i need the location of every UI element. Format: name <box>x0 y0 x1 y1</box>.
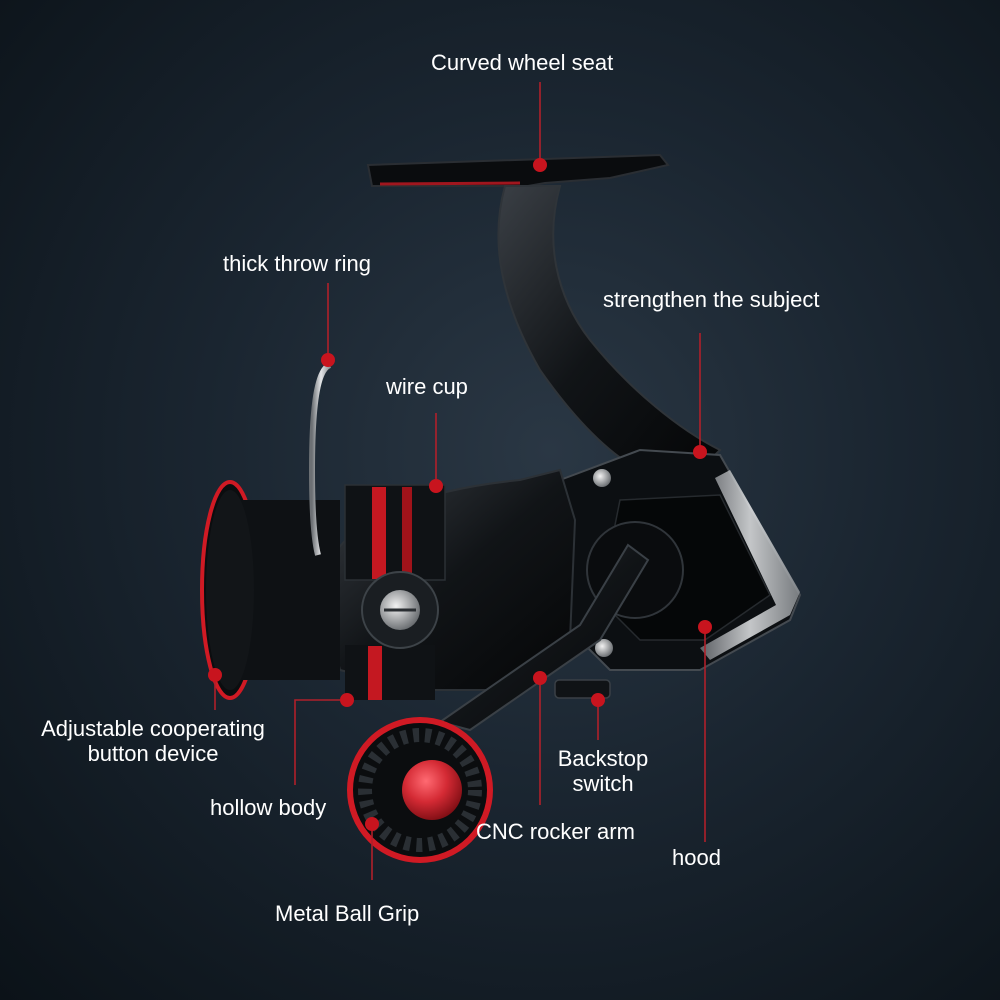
marker-dot-cnc-rocker-arm <box>533 671 547 685</box>
lower-red-band <box>368 646 382 700</box>
body-screw-bottom <box>595 639 613 657</box>
bail-wire <box>308 362 332 556</box>
knob-cap <box>402 760 462 820</box>
label-backstop-line1: Backstop <box>557 746 649 771</box>
label-thick-throw-ring: thick throw ring <box>223 251 371 276</box>
wire-cup-body <box>344 484 446 581</box>
label-cnc-rocker-arm: CNC rocker arm <box>476 819 635 844</box>
label-hood: hood <box>672 845 721 870</box>
lower-ring <box>345 645 435 700</box>
label-wire-cup: wire cup <box>386 374 468 399</box>
marker-dot-wire-cup <box>429 479 443 493</box>
label-metal-ball-grip: Metal Ball Grip <box>275 901 420 926</box>
marker-dot-hollow-body <box>340 693 354 707</box>
knob-ridges <box>358 728 482 852</box>
label-curved-wheel-seat: Curved wheel seat <box>431 50 614 75</box>
wheel-seat-foot <box>366 153 670 187</box>
hood-silver-edge <box>700 470 800 660</box>
marker-dot-metal-ball-grip <box>365 817 379 831</box>
leader-line-hollow-body <box>294 699 345 785</box>
label-adjustable-line1: Adjustable cooperating <box>41 716 265 741</box>
leader-lines <box>208 82 712 880</box>
marker-dot-thick-throw-ring <box>321 353 335 367</box>
marker-dot-hood <box>698 620 712 634</box>
wire-cup-red-band-1 <box>372 487 386 579</box>
marker-dot-backstop-switch <box>591 693 605 707</box>
marker-dot-adjustable-button <box>208 668 222 682</box>
label-adjustable-line2: button device <box>87 741 219 766</box>
cnc-handle-arm <box>437 543 650 732</box>
label-adjustable-button-device: Adjustable cooperating button device <box>30 716 276 766</box>
label-backstop-switch: Backstop switch <box>553 746 653 796</box>
spool-face <box>206 490 254 690</box>
label-strengthen-the-subject: strengthen the subject <box>603 287 820 312</box>
label-backstop-line2: switch <box>572 771 634 796</box>
marker-dot-curved-wheel-seat <box>533 158 547 172</box>
reel-stem <box>497 185 722 471</box>
body-screw-top <box>593 469 611 487</box>
marker-dot-strengthen-the-subject <box>693 445 707 459</box>
label-hollow-body: hollow body <box>210 795 327 820</box>
wheel-seat-red-edge <box>379 181 521 186</box>
wire-cup-red-band-2 <box>402 487 412 579</box>
